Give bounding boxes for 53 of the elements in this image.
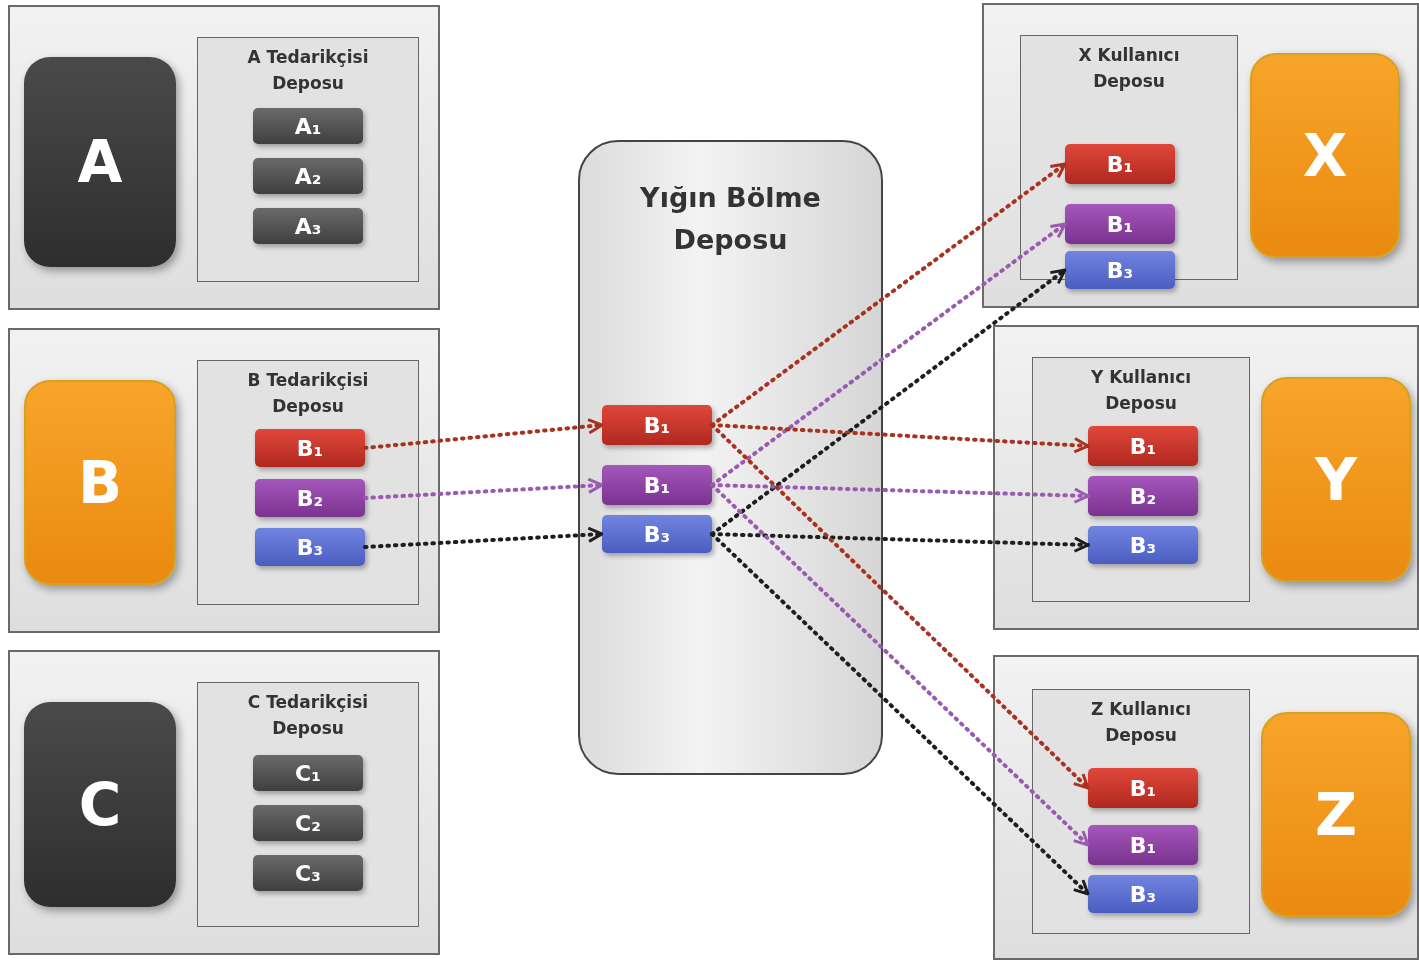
depot-title: Yığın Bölme Deposu bbox=[639, 181, 822, 257]
panel-background bbox=[8, 5, 440, 310]
item-block: C₂ bbox=[253, 805, 363, 841]
dotted-arrow bbox=[710, 483, 1090, 847]
item-block: B₁ bbox=[1088, 825, 1198, 865]
depot-title: C Tedarikçisi Deposu bbox=[246, 691, 370, 740]
depot-box bbox=[197, 360, 419, 605]
letter-tile: Y bbox=[1261, 377, 1411, 582]
item-block: B₃ bbox=[1088, 875, 1198, 913]
item-block: C₁ bbox=[253, 755, 363, 791]
item-block: B₁ bbox=[1088, 768, 1198, 808]
item-block: B₃ bbox=[602, 515, 712, 553]
panel-background bbox=[982, 3, 1419, 308]
item-block: B₃ bbox=[255, 528, 365, 566]
depot-box bbox=[197, 37, 419, 282]
letter-tile: X bbox=[1250, 53, 1400, 258]
panel-background bbox=[993, 325, 1419, 630]
depot-box bbox=[1032, 357, 1250, 602]
dotted-arrow bbox=[363, 477, 604, 500]
dotted-arrow bbox=[363, 418, 604, 450]
depot-title: X Kullanıcı Deposu bbox=[1077, 44, 1181, 93]
dotted-arrow bbox=[710, 532, 1090, 553]
item-block: A₂ bbox=[253, 158, 363, 194]
item-block: A₃ bbox=[253, 208, 363, 244]
dotted-arrow bbox=[710, 532, 1090, 896]
depot-title: A Tedarikçisi Deposu bbox=[246, 46, 370, 95]
depot-title: B Tedarikçisi Deposu bbox=[246, 369, 370, 418]
item-block: B₃ bbox=[1065, 251, 1175, 289]
item-block: B₁ bbox=[255, 429, 365, 467]
item-block: B₃ bbox=[1088, 526, 1198, 564]
item-block: B₁ bbox=[1088, 426, 1198, 466]
depot-box bbox=[197, 682, 419, 927]
item-block: B₁ bbox=[602, 405, 712, 445]
letter-tile: Z bbox=[1261, 712, 1411, 917]
item-block: B₁ bbox=[602, 465, 712, 505]
item-block: B₂ bbox=[1088, 476, 1198, 516]
item-block: B₁ bbox=[1065, 144, 1175, 184]
item-block: B₁ bbox=[1065, 204, 1175, 244]
dotted-arrow bbox=[363, 526, 604, 549]
panel-background bbox=[8, 650, 440, 955]
panel-background bbox=[8, 328, 440, 633]
letter-tile: C bbox=[24, 702, 176, 907]
depot-title: Z Kullanıcı Deposu bbox=[1089, 698, 1193, 747]
letter-tile: A bbox=[24, 57, 176, 267]
dotted-arrow bbox=[710, 423, 1090, 790]
panel-background bbox=[993, 655, 1419, 960]
item-block: A₁ bbox=[253, 108, 363, 144]
letter-tile: B bbox=[24, 380, 176, 585]
depot-box bbox=[1032, 689, 1250, 934]
storage-hub-box bbox=[578, 140, 883, 775]
item-block: C₃ bbox=[253, 855, 363, 891]
item-block: B₂ bbox=[255, 479, 365, 517]
depot-title: Y Kullanıcı Deposu bbox=[1089, 366, 1193, 415]
